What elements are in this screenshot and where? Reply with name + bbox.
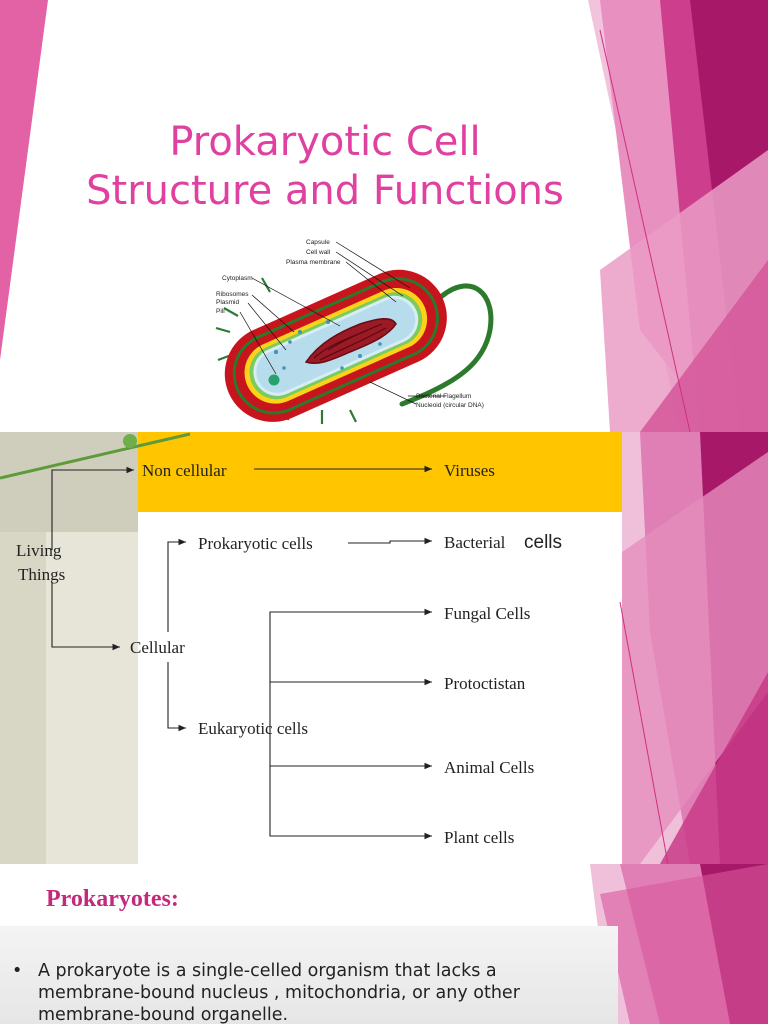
green-streak (0, 432, 191, 480)
node-animal: Animal Cells (444, 758, 534, 777)
label-cytoplasm: Cytoplasm (222, 275, 253, 282)
node-bacterial-cells: cells (524, 532, 562, 553)
definition-panel (0, 926, 618, 1024)
label-pili: Pili (216, 308, 225, 315)
node-eukaryotic: Eukaryotic cells (198, 719, 308, 738)
prokaryotes-heading: Prokaryotes: (46, 886, 179, 912)
label-plasma-membrane: Plasma membrane (286, 259, 341, 266)
title-line-1: Prokaryotic Cell (169, 119, 481, 165)
nucleoid-shape (304, 318, 397, 364)
definition-bullet: • A prokaryote is a single-celled organi… (12, 960, 598, 1024)
left-panel-top (0, 432, 138, 532)
node-living: Living (16, 541, 62, 560)
node-protoctistan: Protoctistan (444, 674, 526, 693)
flagellum-shape (399, 283, 494, 407)
label-cell-wall: Cell wall (306, 249, 331, 256)
node-prokaryotic: Prokaryotic cells (198, 534, 313, 553)
node-bacterial: Bacterial (444, 533, 506, 552)
plasmid-dot (268, 374, 280, 386)
prokaryotic-cell-illustration: Capsule Cell wall Plasma membrane Cytopl… (215, 239, 494, 424)
node-cellular: Cellular (130, 638, 185, 657)
node-things: Things (18, 565, 65, 584)
label-capsule: Capsule (306, 239, 330, 246)
ribosomes-dots (273, 320, 382, 370)
slide-title-text: Prokaryotic Cell Structure and Functions (40, 118, 610, 216)
slide-classification: Living Things Non cellular Viruses Cellu… (0, 432, 768, 864)
definition-text: A prokaryote is a single-celled organism… (38, 961, 520, 1024)
node-viruses: Viruses (444, 461, 495, 480)
title-line-2: Structure and Functions (86, 167, 564, 214)
yellow-band (138, 432, 622, 512)
label-lines (239, 241, 446, 405)
label-flagellum: Bacterial Flagellum (416, 393, 471, 400)
classification-tree: Living Things Non cellular Viruses Cellu… (0, 432, 768, 864)
label-plasmid: Plasmid (216, 299, 240, 306)
node-fungal: Fungal Cells (444, 604, 530, 623)
green-bead (123, 434, 137, 448)
slide-title: Prokaryotic Cell Structure and Functions (0, 0, 768, 432)
label-nucleoid: Nucleoid (circular DNA) (416, 402, 484, 409)
label-ribosomes: Ribosomes (216, 291, 249, 298)
node-non-cellular: Non cellular (142, 461, 227, 480)
slide1-decoration (0, 0, 768, 432)
slide3-decoration (590, 864, 768, 1024)
node-plant: Plant cells (444, 828, 514, 847)
bullet-marker: • (12, 961, 23, 981)
slide-prokaryotes: Prokaryotes: • A prokaryote is a single-… (0, 864, 768, 1024)
